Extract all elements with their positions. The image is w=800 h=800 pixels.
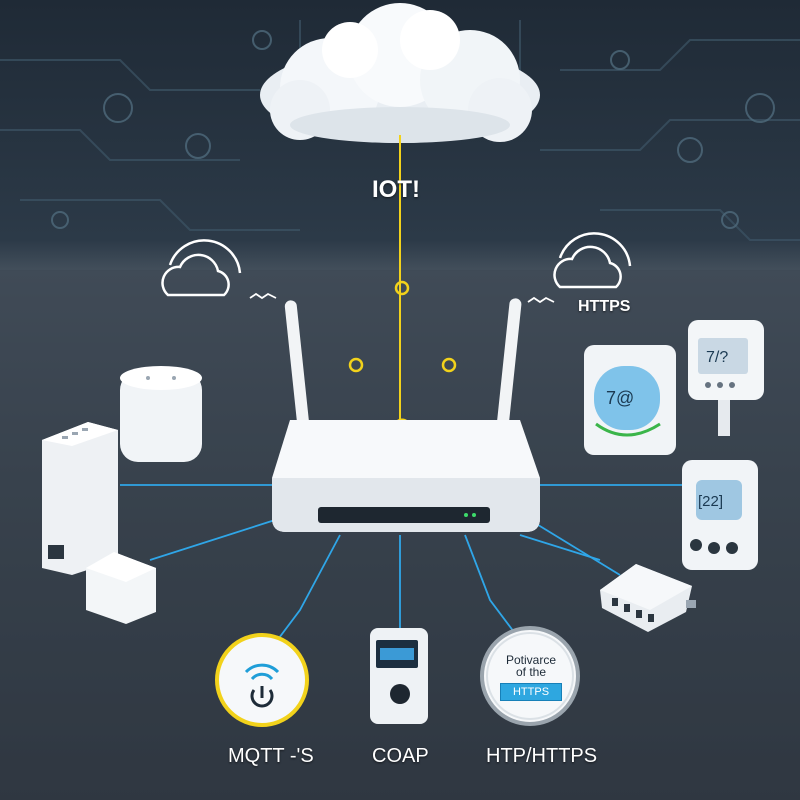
cube-sensor-device [86, 552, 156, 624]
gateway-hub-device [42, 422, 118, 575]
antenna-right [497, 298, 522, 428]
badge-line-1: Potivarce [505, 653, 557, 667]
protocol-label-mqtt: MQTT -'S [228, 745, 314, 767]
smart-plug-device [120, 366, 202, 462]
meter-display: [22] [698, 493, 723, 510]
protocol-label-http: HTP/HTTPS [486, 745, 598, 767]
protocol-label-coap: COAP [372, 745, 429, 767]
thermostat-display: 7@ [606, 388, 634, 408]
thermostat-device [584, 345, 676, 455]
https-label: HTTPS [578, 298, 631, 315]
mqtt-circle-icon [215, 633, 309, 727]
usb-hub-device [600, 564, 696, 632]
router [272, 420, 540, 532]
cloud-wifi-left-icon [161, 239, 277, 300]
signal-node [348, 357, 364, 373]
signal-node [394, 280, 410, 296]
control-panel-device [682, 460, 758, 570]
center-title: IOT! [372, 176, 420, 203]
cloud-wifi-right-icon [527, 232, 632, 304]
coap-meter-device [370, 628, 428, 724]
badge-https-tag: HTTPS [500, 683, 562, 701]
antenna-left [284, 300, 310, 430]
sensor-display: 7/? [706, 349, 728, 366]
wall-sensor-device [688, 320, 764, 436]
badge-line-2: of the [515, 665, 547, 679]
cloud-icon [260, 3, 540, 143]
signal-node [441, 357, 457, 373]
